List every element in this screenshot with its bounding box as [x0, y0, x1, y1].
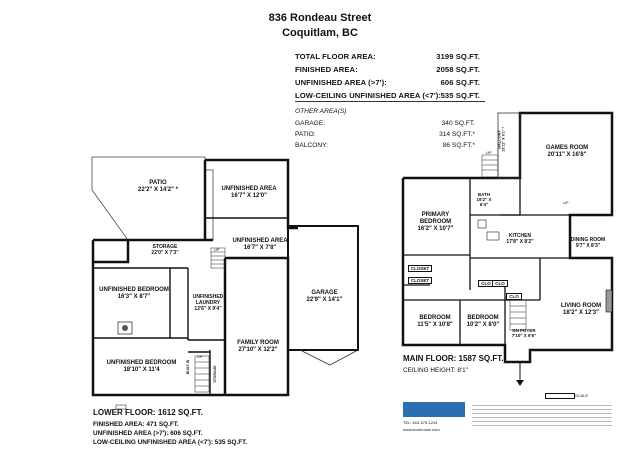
- unfinished-bedroom-1-name: UNFINISHED BEDROOM: [99, 287, 169, 293]
- lower-up-label-2: UP: [197, 354, 203, 359]
- other-areas-title: OTHER AREA(S): [295, 108, 347, 115]
- main-stairs: [481, 154, 527, 331]
- city-line: Coquitlam, BC: [282, 27, 358, 39]
- bedroom-2-name: BEDROOM: [467, 315, 499, 321]
- company-logo: [403, 402, 465, 417]
- total-floor-area-value: 3199 SQ.FT.: [436, 52, 480, 61]
- main-up-label-1: UP: [486, 150, 492, 155]
- lower-up-label-1: UP: [214, 247, 220, 252]
- games-room-dims: 20'11" X 16'8": [547, 151, 587, 158]
- built-in-label: BUILT-IN: [185, 359, 190, 375]
- legend-mark: [115, 404, 127, 410]
- unfinished-bedroom-1-dims: 16'3" X 8'7": [117, 293, 151, 300]
- bedroom-1-dims: 11'5" X 10'8": [417, 321, 453, 328]
- unfinished-bedroom-2-name: UNFINISHED BEDROOM: [106, 360, 177, 366]
- living-room-name: LIVING ROOM: [560, 303, 602, 309]
- lower-low-ceiling-area: LOW-CEILING UNFINISHED AREA (<7'): 535 S…: [93, 439, 248, 446]
- dining-room-dims: 9'7" X 8'3": [575, 242, 601, 249]
- main-floor-walls: [401, 111, 614, 364]
- bedroom-1-name: BEDROOM: [419, 315, 451, 321]
- unfinished-area-1-dims: 16'7" X 12'0": [231, 192, 267, 199]
- storage-2-label: STORAGE: [212, 365, 217, 383]
- family-room-name: FAMILY ROOM: [237, 340, 279, 346]
- main-floor-title: MAIN FLOOR: 1587 SQ.FT.: [403, 354, 504, 363]
- main-ceiling-height: CEILING HEIGHT: 8'1": [403, 367, 468, 374]
- fireplace-main: [605, 289, 613, 313]
- scale-label: SCALE: [575, 393, 589, 398]
- storage-1-name: STORAGE: [152, 244, 178, 250]
- north-arrow-head: [516, 380, 524, 386]
- garage-door-swing: [299, 349, 359, 366]
- patio-area-label: PATIO:: [295, 131, 316, 138]
- unfinished-area-2-dims: 16'7" X 7'8": [243, 244, 277, 251]
- foyer-name: DN FOYER: [512, 328, 536, 333]
- lower-finished-area: FINISHED AREA: 471 SQ.FT.: [93, 421, 179, 428]
- unfinished-area-label: UNFINISHED AREA (>7'):: [295, 78, 387, 87]
- patio-name: PATIO: [149, 180, 167, 186]
- lower-floor-interior: [93, 217, 288, 395]
- bath-dims: 16'2" X 6'4": [476, 197, 492, 208]
- main-up-label-2: UP: [563, 200, 569, 205]
- garage-name: GARAGE: [311, 290, 338, 296]
- balcony-dims: 13'11" X 6'1" *: [502, 126, 506, 152]
- unfinished-laundry-name: UNFINISHED LAUNDRY: [192, 294, 224, 306]
- patio-outline: [91, 156, 214, 241]
- finished-area-value: 2058 SQ.FT.: [436, 65, 480, 74]
- kitchen-range: [477, 219, 487, 229]
- unfinished-laundry-dims: 12'6" X 9'4": [194, 305, 222, 312]
- closet-1-label: CLOSET: [408, 265, 432, 273]
- games-room-name: GAMES ROOM: [545, 145, 589, 151]
- bath-name: BATH: [477, 192, 491, 197]
- scale-bar: [545, 393, 575, 399]
- balcony-area-label: BALCONY:: [295, 142, 328, 149]
- lower-unfinished-area: UNFINISHED AREA (>7'): 606 SQ.FT.: [93, 430, 203, 437]
- divider: [295, 101, 485, 102]
- balcony-outline: [497, 112, 521, 179]
- garage-area-value: 340 SQ.FT.: [441, 120, 475, 127]
- bedroom-2-dims: 10'2" X 8'0": [466, 321, 500, 328]
- unfinished-bedroom-2-dims: 18'10" X 11'4: [123, 366, 160, 373]
- patio-area-value: 314 SQ.FT.*: [439, 131, 475, 138]
- low-ceiling-area-value: 535 SQ.FT.: [440, 91, 480, 100]
- kitchen-name: KITCHEN: [508, 233, 532, 239]
- closet-2-label: CLOSET: [408, 277, 432, 285]
- lower-floor-walls: [91, 158, 298, 397]
- disclaimer-block: [472, 402, 612, 437]
- company-website: www.leonhouse.com: [403, 427, 440, 432]
- foyer-dims: 7'10" X 6'6": [511, 333, 537, 339]
- storage-1-dims: 22'0" X 7'3": [151, 249, 179, 256]
- kitchen-sink: [486, 231, 500, 241]
- primary-bedroom-name: PRIMARY BEDROOM: [419, 212, 452, 225]
- finished-area-label: FINISHED AREA:: [295, 65, 358, 74]
- living-room-dims: 18'2" X 12'3": [563, 309, 599, 316]
- family-room-dims: 27'10" X 12'2": [238, 346, 278, 353]
- address-line: 836 Rondeau Street: [268, 12, 372, 24]
- garage-dims: 22'9" X 14'1": [306, 296, 343, 303]
- company-phone: TEL: 604-575-1244: [403, 420, 438, 425]
- total-floor-area-label: TOTAL FLOOR AREA:: [295, 52, 376, 61]
- unfinished-area-2-name: UNFINISHED AREA: [232, 238, 288, 244]
- clo-2-label: CLO: [492, 280, 508, 288]
- laundry-drain: [122, 325, 128, 331]
- unfinished-area-value: 606 SQ.FT.: [440, 78, 480, 87]
- patio-dims: 22'2" X 14'2" *: [138, 186, 178, 193]
- primary-bedroom-dims: 16'2" X 10'7": [417, 225, 454, 232]
- kitchen-dims: 17'8" X 8'2": [506, 238, 534, 245]
- lower-floor-title: LOWER FLOOR: 1612 SQ.FT.: [93, 408, 203, 417]
- lower-stairs: [194, 247, 226, 393]
- garage-area-label: GARAGE:: [295, 120, 326, 127]
- clo-3-label: CLO: [506, 293, 522, 301]
- unfinished-area-1-name: UNFINISHED AREA: [221, 186, 277, 192]
- laundry-sink: [117, 321, 133, 335]
- low-ceiling-area-label: LOW-CEILING UNFINISHED AREA (<7'):: [295, 91, 442, 100]
- balcony-area-value: 86 SQ.FT.*: [442, 142, 475, 149]
- dining-room-name: DINING ROOM: [570, 237, 606, 243]
